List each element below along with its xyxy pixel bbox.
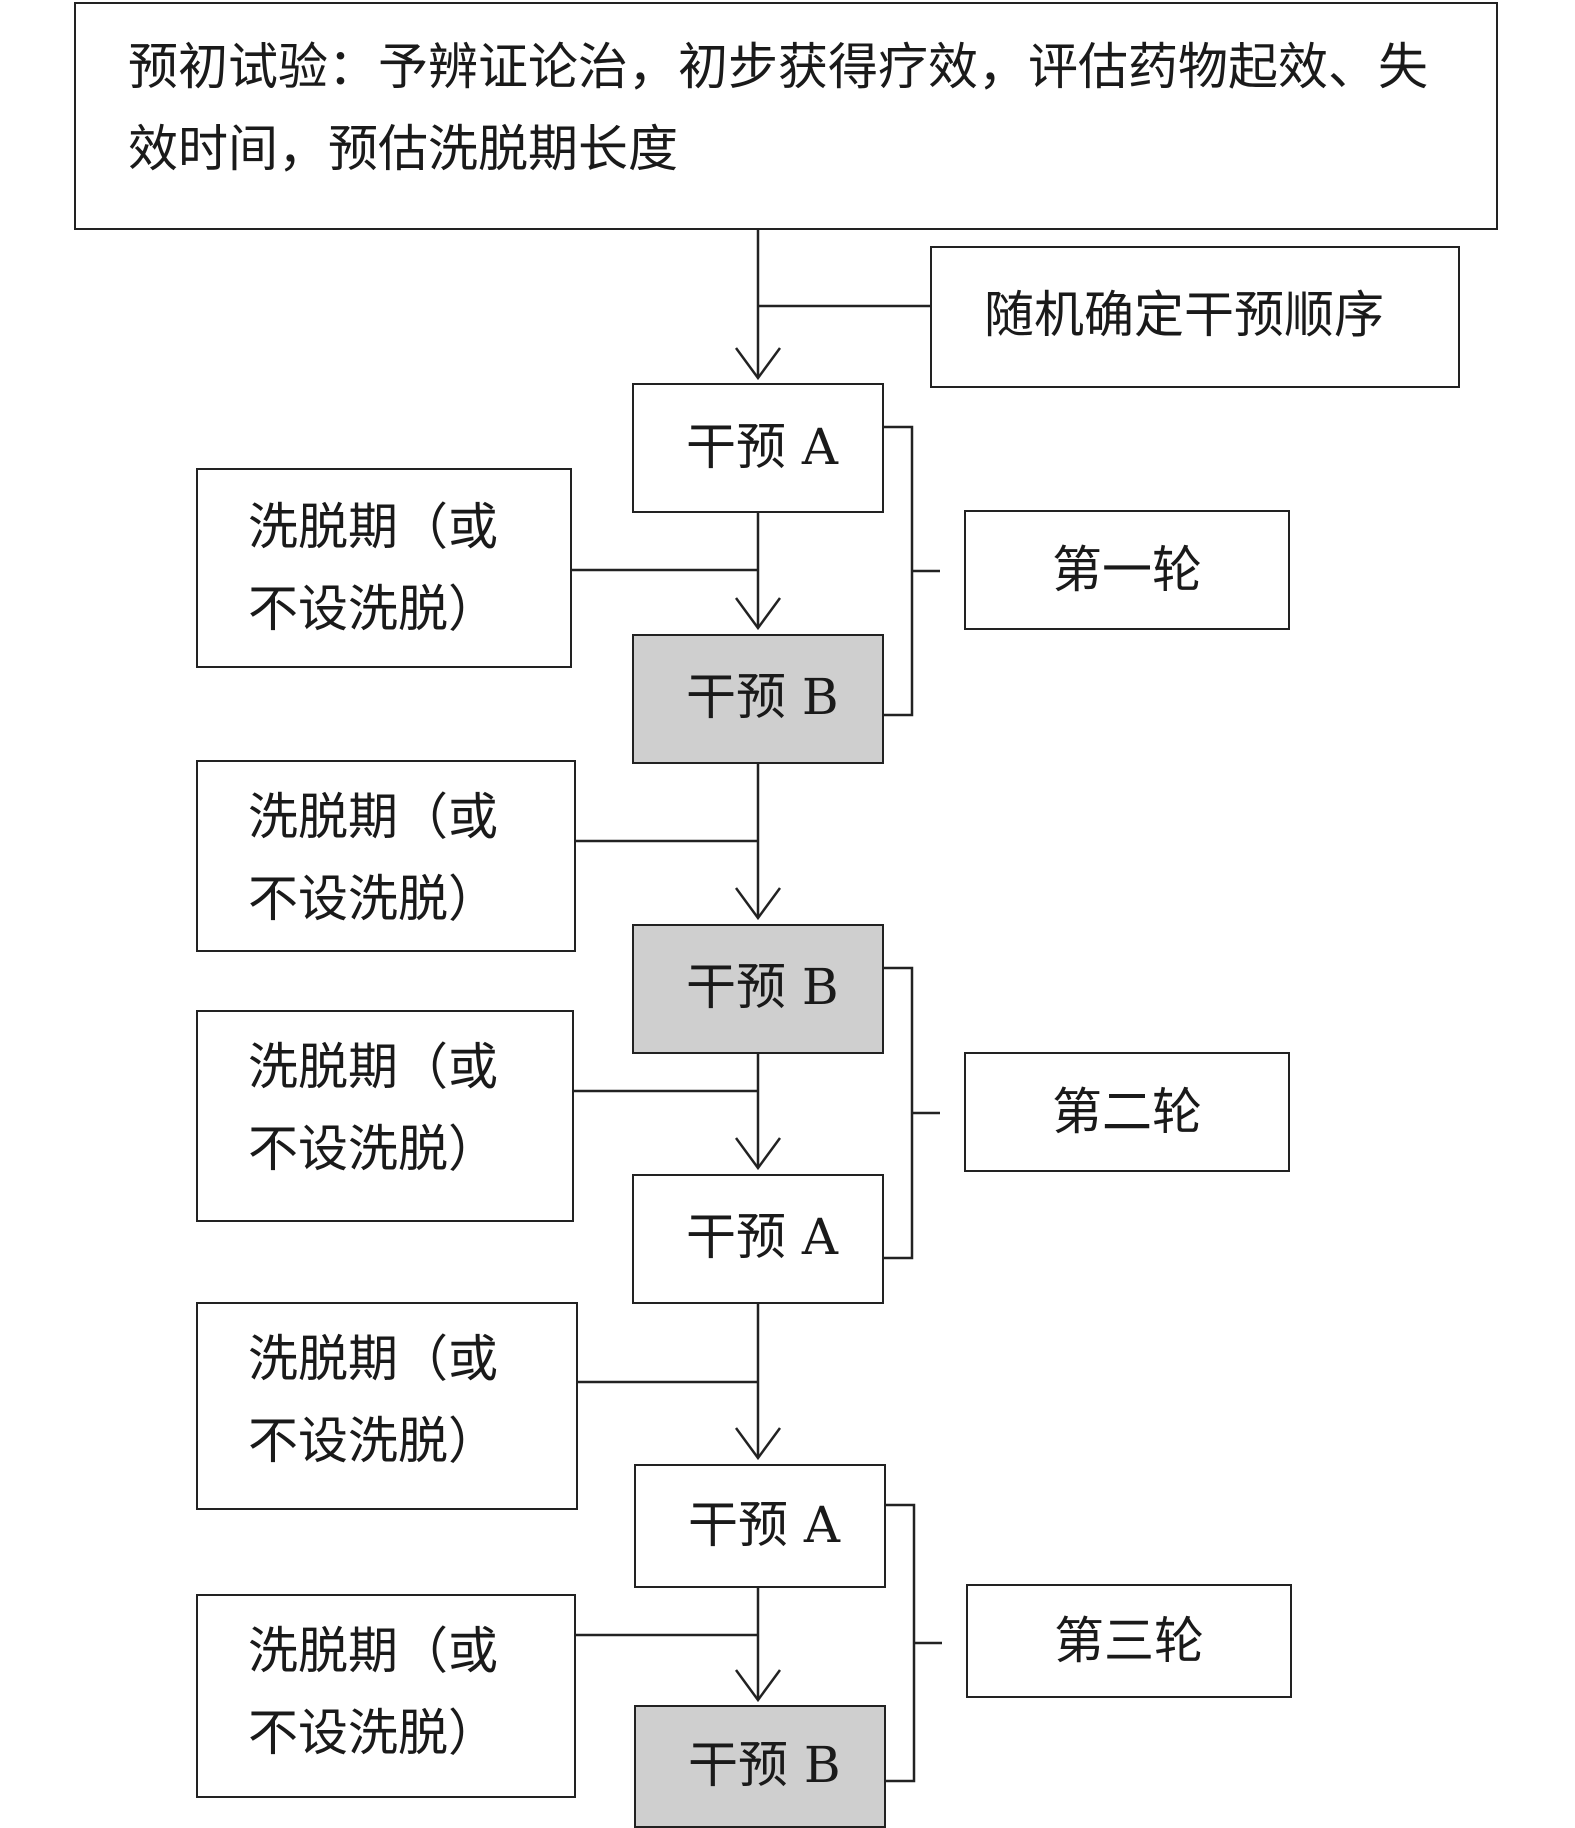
washout-box-3-line2: 不设洗脱） [248, 1120, 498, 1178]
pilot-trial-text-line1: 预初试验：予辨证论治，初步获得疗效，评估药物起效、失 [128, 38, 1428, 96]
randomize-order-box [930, 246, 1460, 388]
washout-box-1-line1: 洗脱期（或 [248, 498, 498, 556]
brace-round-3 [886, 1503, 942, 1783]
arrow-head-4 [734, 1137, 782, 1171]
washout-box-1 [196, 468, 572, 668]
round-3-box [966, 1584, 1292, 1698]
intervention-b-round1 [632, 634, 884, 764]
intervention-a-round1 [632, 383, 884, 513]
arrow-head-3 [734, 887, 782, 921]
washout-box-3 [196, 1010, 574, 1222]
round-3-label: 第三轮 [1054, 1612, 1204, 1670]
round-1-label: 第一轮 [1052, 541, 1202, 599]
intervention-a-round2 [632, 1174, 884, 1304]
round-2-label: 第二轮 [1052, 1083, 1202, 1141]
intervention-a-round2-label: 干预 A [686, 1208, 839, 1266]
washout-box-4-line1: 洗脱期（或 [248, 1330, 498, 1388]
arrow-head-5 [734, 1427, 782, 1461]
intervention-b-round1-label: 干预 B [686, 668, 839, 726]
intervention-a-round3 [634, 1464, 886, 1588]
washout-box-5-line2: 不设洗脱） [248, 1704, 498, 1762]
washout-box-4 [196, 1302, 578, 1510]
washout-box-5 [196, 1594, 576, 1798]
washout-box-5-line1: 洗脱期（或 [248, 1622, 498, 1680]
washout-box-2 [196, 760, 576, 952]
round-2-box [964, 1052, 1290, 1172]
pilot-trial-box [74, 2, 1498, 230]
randomize-order-label: 随机确定干预顺序 [984, 286, 1384, 344]
washout-box-2-line2: 不设洗脱） [248, 870, 498, 928]
intervention-a-round1-label: 干预 A [686, 418, 839, 476]
washout-box-3-line1: 洗脱期（或 [248, 1038, 498, 1096]
arrow-head-1 [734, 347, 782, 381]
washout-box-2-line1: 洗脱期（或 [248, 788, 498, 846]
round-1-box [964, 510, 1290, 630]
intervention-a-round3-label: 干预 A [688, 1496, 841, 1554]
washout-box-4-line2: 不设洗脱） [248, 1412, 498, 1470]
arrow-head-6 [734, 1669, 782, 1703]
washout-box-1-line2: 不设洗脱） [248, 580, 498, 638]
intervention-b-round2 [632, 924, 884, 1054]
intervention-b-round2-label: 干预 B [686, 958, 839, 1016]
intervention-b-round3 [634, 1705, 886, 1828]
brace-round-1 [884, 425, 940, 717]
pilot-trial-text-line2: 效时间，预估洗脱期长度 [128, 120, 678, 178]
arrow-head-2 [734, 597, 782, 631]
brace-round-2 [884, 966, 940, 1260]
intervention-b-round3-label: 干预 B [688, 1736, 841, 1794]
